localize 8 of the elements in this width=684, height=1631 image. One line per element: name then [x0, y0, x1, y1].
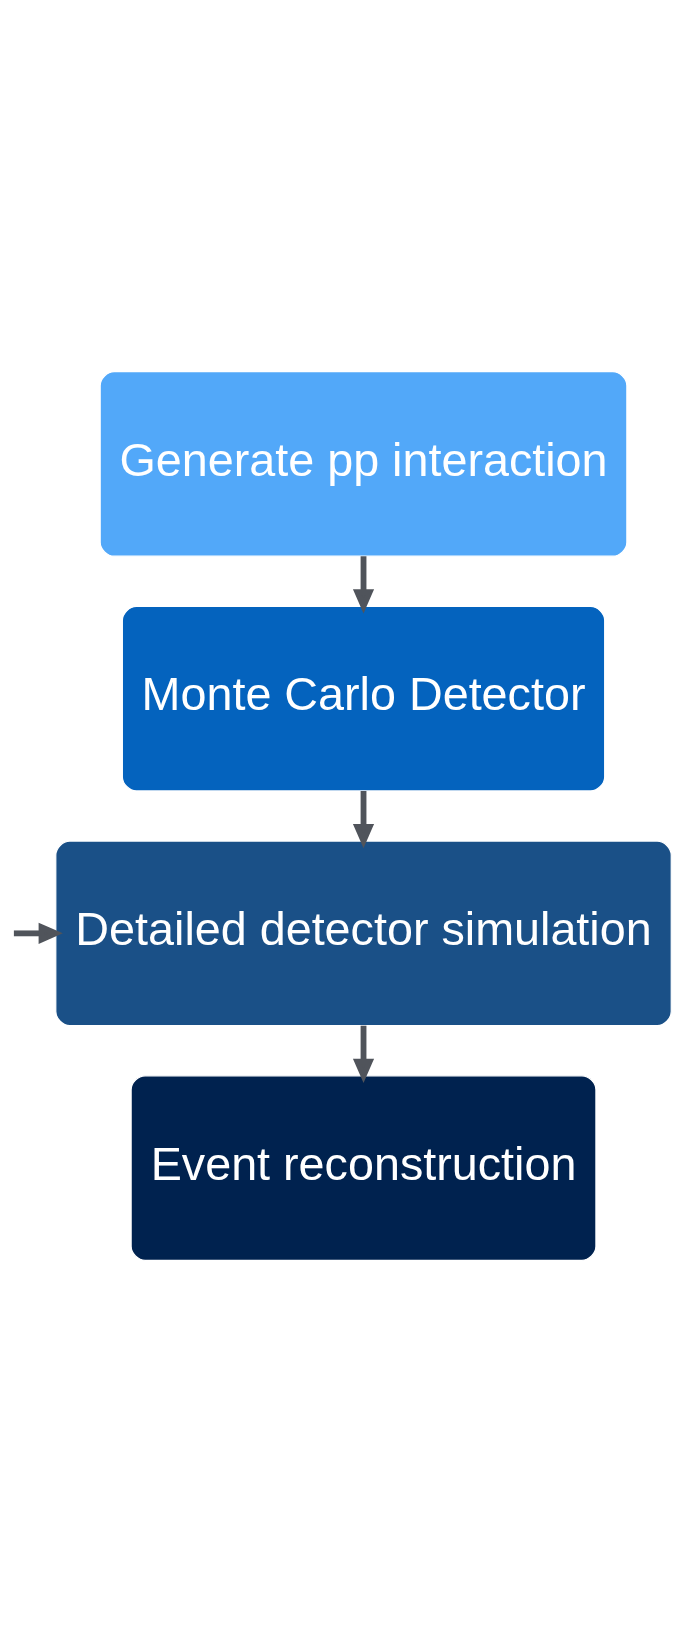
node-box: Generate pp interaction: [99, 370, 628, 557]
arrow: [352, 790, 375, 848]
arrow: [13, 922, 63, 944]
node-box: Detailed detector simulation: [55, 840, 672, 1026]
node-box: Monte Carlo Detector: [121, 605, 606, 791]
arrow: [352, 555, 375, 613]
arrow: [352, 1025, 375, 1083]
node-box: Event reconstruction: [130, 1074, 597, 1261]
